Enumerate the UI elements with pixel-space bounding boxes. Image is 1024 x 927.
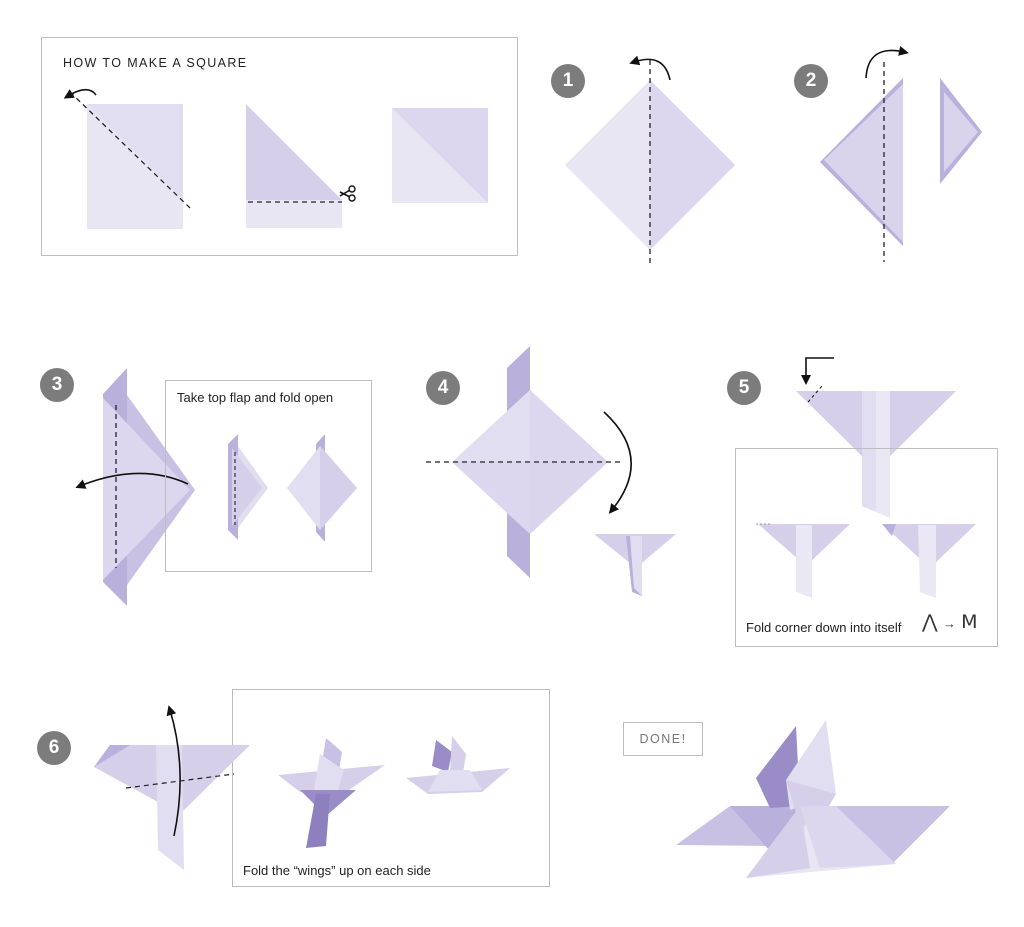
step-6-mini-a [278,738,385,848]
step-2-diagram [820,46,982,262]
curved-arrow-icon [865,46,909,79]
square-step-fold [246,104,356,228]
curved-arrow-icon [603,411,632,514]
step-5-badge: 5 [727,371,761,405]
curved-arrow-icon [166,705,181,837]
step-4-badge: 4 [426,371,460,405]
corner-arrow-icon [801,357,834,385]
step-6-badge: 6 [37,731,71,765]
step-4-result [594,534,676,596]
scissors-icon [339,185,356,202]
square-section-title: HOW TO MAKE A SQUARE [63,56,248,70]
step-3-mini-a [228,434,268,540]
step-5-mini-b [882,524,976,598]
arrow-symbol: → [942,616,956,631]
step-6-diagram [94,705,250,870]
curved-arrow-icon [75,472,189,489]
step-1-badge: 1 [551,64,585,98]
done-text: DONE! [639,732,687,746]
step-6-detail-panel [232,689,550,887]
peak-symbol: ⋀ [922,612,938,633]
square-step-rectangle [63,88,191,229]
curved-arrow-icon [63,88,97,99]
step-6-mini-b [406,736,510,794]
step-5-caption: Fold corner down into itself [746,620,902,635]
step-4-diagram [426,346,632,578]
step-2-badge: 2 [794,64,828,98]
step-5-symbol: ⋀ → M [922,611,978,634]
step-3-caption: Take top flap and fold open [177,390,334,405]
done-label: DONE! [623,722,703,756]
step-3-badge: 3 [40,368,74,402]
step-3-mini-b [287,434,357,542]
step-3-diagram [75,368,195,606]
step-5-diagram [796,357,956,518]
step-5-detail-panel [735,448,998,647]
step-6-caption: Fold the “wings” up on each side [243,863,431,878]
curved-arrow-icon [629,55,671,81]
step-5-mini-a [756,523,850,598]
step-1-diagram [565,55,735,266]
square-step-result [392,108,488,203]
final-origami-bird [676,720,950,878]
m-symbol: M [961,611,978,633]
step-3-detail-panel [165,380,372,572]
